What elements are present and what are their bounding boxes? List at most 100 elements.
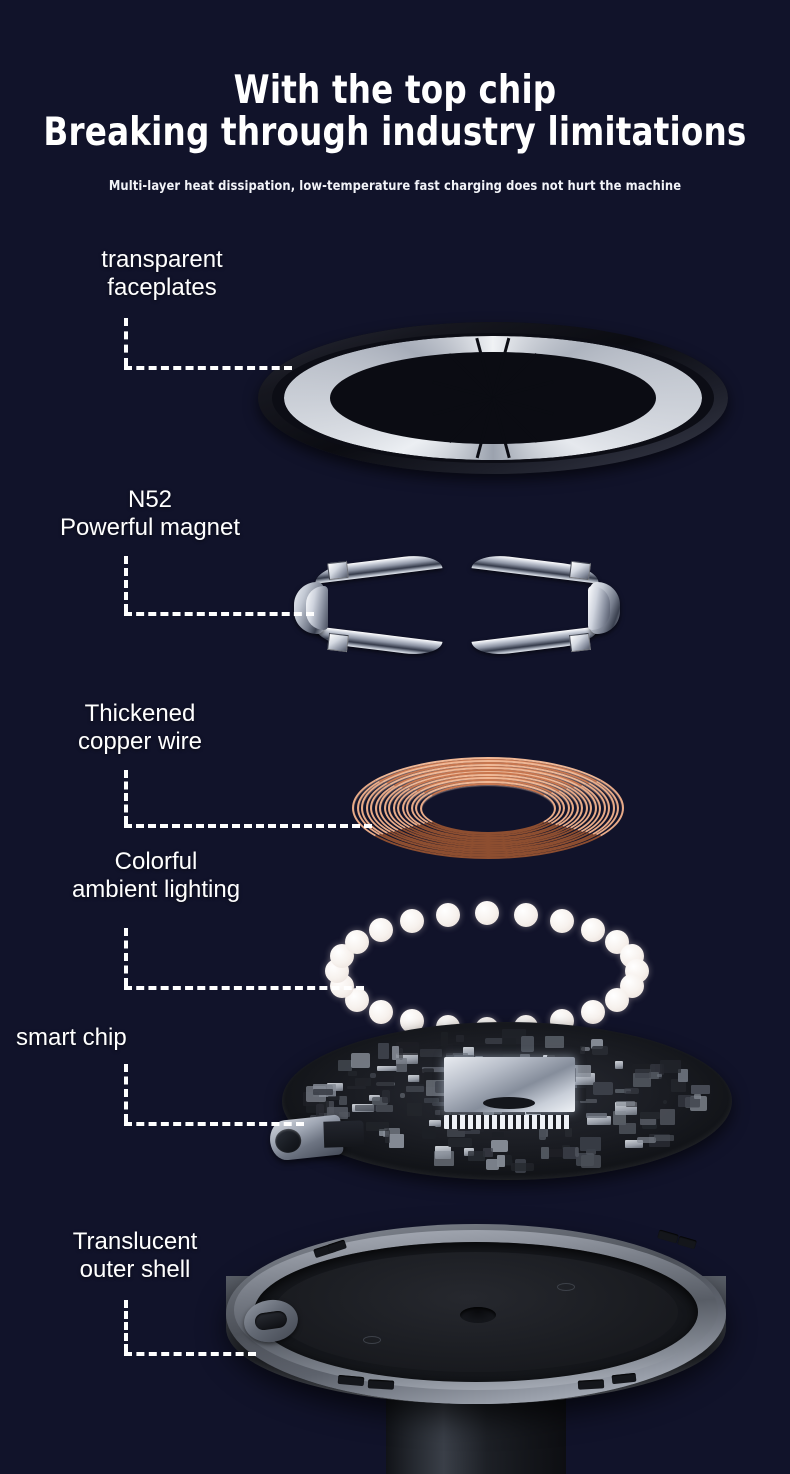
led-dot	[345, 930, 370, 954]
headline-line-2: Breaking through industry limitations	[43, 110, 747, 155]
pcb-component	[419, 1048, 442, 1057]
pcb-component	[400, 1093, 406, 1098]
pcb-component	[541, 1146, 549, 1160]
pcb-board	[282, 1022, 732, 1180]
leader-line-horizontal-copper	[124, 824, 372, 828]
shell-vent-4	[677, 1235, 697, 1250]
pcb-component	[565, 1128, 572, 1138]
led-dot	[436, 902, 461, 927]
callout-translucent-outer-shell: Translucent outer shell	[22, 1228, 248, 1284]
pcb-component	[354, 1104, 378, 1111]
pcb-component	[392, 1046, 399, 1061]
pcb-component	[634, 1069, 652, 1079]
leader-line-vertical-magnet	[124, 556, 128, 612]
pcb-component	[511, 1162, 534, 1171]
pcb-component-highlight	[407, 1074, 421, 1083]
pcb-component	[574, 1147, 579, 1158]
magnet-block-bottom-right	[569, 632, 591, 653]
callout-label-translucent-outer-shell: Translucent outer shell	[72, 1228, 198, 1283]
pcb-component	[376, 1104, 393, 1112]
leader-line-horizontal-chip	[124, 1122, 304, 1126]
faceplate-segment-dividers	[284, 336, 702, 461]
leader-line-vertical-led	[124, 928, 128, 986]
pcb-component	[315, 1104, 324, 1119]
pcb-component	[379, 1128, 388, 1136]
callout-label-colorful-ambient-lighting: Colorful ambient lighting	[71, 848, 241, 903]
pcb-component	[653, 1134, 675, 1141]
pcb-component-highlight	[429, 1120, 441, 1127]
shell-vent-3	[657, 1229, 679, 1244]
central-ic-chip	[444, 1056, 575, 1113]
pcb-component	[491, 1132, 505, 1137]
pcb-component	[448, 1137, 473, 1147]
pcb-component	[378, 1043, 389, 1059]
led-dot	[550, 908, 574, 933]
pcb-component	[660, 1060, 682, 1073]
headline-line-1: With the top chip	[233, 68, 557, 113]
pcb-component	[434, 1080, 453, 1093]
pcb-component	[388, 1133, 404, 1148]
pcb-component	[623, 1087, 640, 1095]
leader-line-horizontal-magnet	[124, 612, 314, 616]
pcb-component	[440, 1107, 459, 1118]
led-ring-layer	[325, 901, 650, 1041]
shell-center-hole	[459, 1307, 496, 1324]
pcb-component	[592, 1045, 609, 1055]
pcb-component-highlight	[462, 1046, 475, 1059]
pcb-component	[463, 1129, 481, 1134]
copper-coil-layer	[352, 757, 624, 859]
callout-thickened-copper-wire: Thickened copper wire	[30, 700, 250, 756]
pcb-component	[407, 1102, 422, 1116]
pcb-component	[312, 1089, 333, 1095]
magnet-end-cap-right-inner	[588, 586, 610, 630]
pcb-component	[346, 1085, 366, 1089]
pcb-component	[656, 1074, 662, 1078]
pcb-component	[548, 1148, 571, 1158]
pcb-component	[497, 1155, 505, 1168]
pcb-component	[441, 1032, 448, 1048]
pcb-component	[405, 1086, 424, 1092]
copper-coil-turn	[415, 780, 561, 836]
leader-line-vertical-faceplates	[124, 318, 128, 366]
pcb-component	[337, 1059, 353, 1072]
pcb-layer	[268, 1022, 732, 1182]
pcb-component	[327, 1096, 341, 1101]
led-dot	[513, 902, 538, 927]
magnet-layer	[292, 548, 622, 670]
copper-coil-turn	[370, 763, 606, 853]
pcb-component	[520, 1035, 534, 1052]
pcb-component	[399, 1047, 404, 1060]
faceplate-disc	[258, 322, 728, 474]
pcb-component	[350, 1052, 370, 1068]
pcb-component	[423, 1068, 435, 1073]
pcb-component	[446, 1125, 466, 1138]
pcb-component	[433, 1150, 454, 1166]
pcb-component-highlight	[614, 1060, 624, 1069]
pcb-component	[455, 1034, 464, 1042]
copper-coil-turn	[383, 768, 593, 848]
pcb-component	[354, 1078, 371, 1086]
pcb-component	[579, 1099, 597, 1103]
pcb-component	[339, 1095, 348, 1105]
magnet-block-top-left	[327, 560, 349, 581]
pcb-component	[591, 1038, 604, 1049]
pcb-component	[370, 1072, 376, 1079]
callout-label-powerful-magnet: N52 Powerful magnet	[59, 486, 241, 541]
pcb-component-highlight	[570, 1073, 595, 1085]
pcb-component	[636, 1137, 656, 1144]
callout-label-transparent-faceplates: transparent faceplates	[101, 246, 223, 301]
pcb-component	[382, 1089, 391, 1104]
page-subtitle: Multi-layer heat dissipation, low-temper…	[108, 178, 682, 194]
magnet-end-cap-left-inner	[306, 586, 328, 630]
magnet-block-bottom-left	[327, 632, 349, 653]
shell-vent-7	[577, 1379, 605, 1390]
callout-label-thickened-copper-wire: Thickened copper wire	[77, 700, 203, 755]
pcb-component	[544, 1036, 565, 1048]
led-dot	[400, 908, 424, 933]
faceplate-segment-ring	[283, 335, 703, 461]
pcb-component	[691, 1085, 711, 1094]
pcb-component	[619, 1123, 637, 1134]
callout-smart-chip: smart chip	[16, 1024, 216, 1052]
shell-screw-right	[556, 1283, 575, 1292]
